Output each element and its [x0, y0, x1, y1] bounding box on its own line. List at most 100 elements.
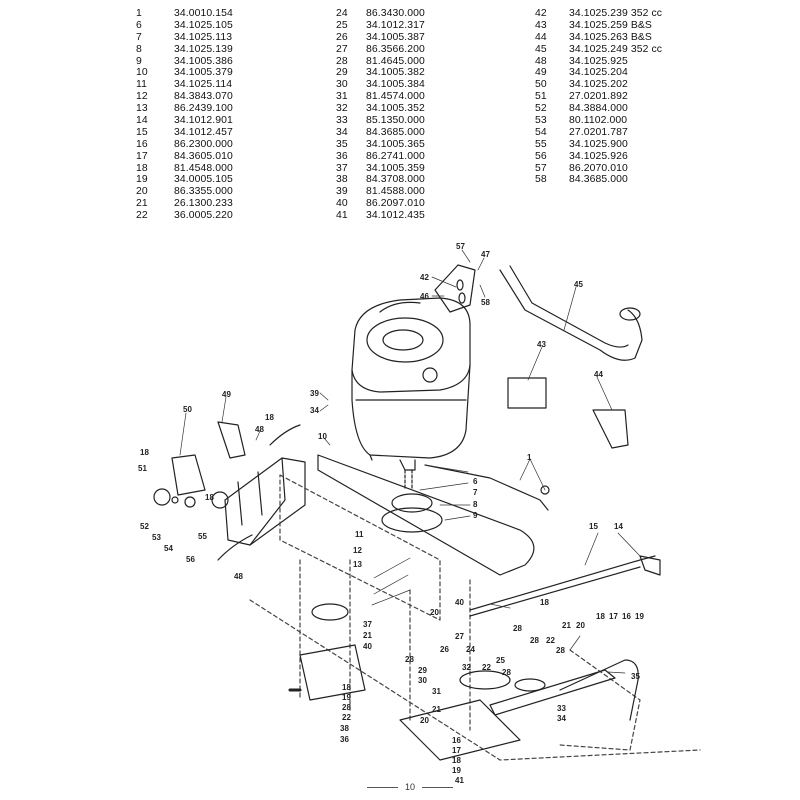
bracket-drawing: [434, 264, 476, 313]
callout-label: 14: [614, 522, 623, 531]
callout-label: 20: [420, 716, 429, 725]
callout-label: 42: [420, 273, 429, 282]
part-number: 81.4574.000: [366, 91, 425, 103]
steering-rod-drawing: [469, 555, 656, 611]
part-ref-number: 54: [535, 126, 547, 138]
part-number: 34.1012.457: [174, 126, 233, 138]
callout-label: 6: [473, 477, 478, 486]
part-ref-number: 40: [336, 198, 348, 210]
callout-label: 50: [183, 405, 192, 414]
callout-label: 44: [594, 370, 603, 379]
parts-table-row: 38 84.3708.000: [336, 174, 425, 186]
chassis-frame-drawing: [249, 474, 701, 761]
parts-table-row: 21 26.1300.233: [136, 198, 233, 210]
washer-drawing: [171, 496, 179, 504]
part-ref-number: 18: [136, 162, 148, 174]
part-number: 84.3708.000: [366, 174, 425, 186]
part-number: 34.1025.202: [569, 79, 628, 91]
parts-table-row: 8 34.1025.139: [136, 44, 233, 56]
part-number: 86.3566.200: [366, 43, 425, 55]
part-number: 34.1005.365: [366, 138, 425, 150]
shield-43-drawing: [507, 377, 547, 409]
part-ref-number: 57: [535, 162, 547, 174]
part-number: 34.1005.382: [366, 67, 425, 79]
part-number: 86.2070.010: [569, 162, 628, 174]
callout-label: 17: [609, 612, 618, 621]
callout-label: 53: [152, 533, 161, 542]
part-ref-number: 53: [535, 115, 547, 127]
part-number: 34.1025.900: [569, 138, 628, 150]
part-ref-number: 8: [136, 43, 142, 55]
callout-label: 31: [432, 687, 441, 696]
callout-label: 24: [466, 645, 475, 654]
callout-label: 55: [198, 532, 207, 541]
part-ref-number: 14: [136, 115, 148, 127]
part-number: 34.1025.239 352 cc: [569, 8, 663, 19]
cable-knob-drawing: [540, 485, 550, 495]
callout-label: 40: [455, 598, 464, 607]
callout-label: 18: [596, 612, 605, 621]
part-ref-number: 38: [336, 174, 348, 186]
part-number: 81.4645.000: [366, 55, 425, 67]
part-number: 34.1005.384: [366, 79, 425, 91]
callout-label: 28: [513, 624, 522, 633]
callout-label: 40: [363, 642, 372, 651]
part-ref-number: 31: [336, 91, 348, 103]
part-ref-number: 22: [136, 210, 148, 222]
shield-44-drawing: [592, 409, 629, 449]
callout-label: 26: [440, 645, 449, 654]
callout-label: 37: [363, 620, 372, 629]
part-ref-number: 15: [136, 126, 148, 138]
axle-drawing: [489, 669, 616, 716]
part-number: 80.1102.000: [569, 115, 628, 127]
deck-pulley-center-drawing: [459, 670, 511, 690]
mower-deck-drawing: [399, 699, 521, 761]
part-number: 34.1025.114: [174, 79, 233, 91]
pulley-upper-drawing: [391, 493, 433, 513]
callout-label: 58: [481, 298, 490, 307]
callout-label: 21: [363, 631, 372, 640]
callout-label: 19: [635, 612, 644, 621]
part-number: 34.1025.139: [174, 43, 233, 55]
part-ref-number: 45: [535, 43, 547, 55]
engine-drawing: [351, 297, 471, 491]
callout-label: 12: [353, 546, 362, 555]
callout-label: 19: [452, 766, 461, 775]
part-ref-number: 21: [136, 198, 148, 210]
callout-label: 18: [205, 493, 214, 502]
page-footer: 10: [360, 780, 460, 794]
parts-table-row: 18 81.4548.000: [136, 163, 233, 175]
part-number: 34.1025.204: [569, 67, 628, 79]
callout-label: 30: [418, 676, 427, 685]
part-ref-number: 17: [136, 150, 148, 162]
callout-label: 48: [255, 425, 264, 434]
callout-label: 43: [537, 340, 546, 349]
part-number: 81.4548.000: [174, 162, 233, 174]
parts-table-row: 27 86.3566.200: [336, 44, 425, 56]
part-number: 27.0201.787: [569, 126, 628, 138]
part-number: 26.1300.233: [174, 198, 233, 210]
part-ref-number: 19: [136, 174, 148, 186]
callout-label: 16: [622, 612, 631, 621]
part-ref-number: 27: [336, 43, 348, 55]
part-ref-number: 35: [336, 138, 348, 150]
callout-label: 34: [310, 406, 319, 415]
part-ref-number: 1: [136, 8, 142, 19]
part-ref-number: 44: [535, 31, 547, 43]
